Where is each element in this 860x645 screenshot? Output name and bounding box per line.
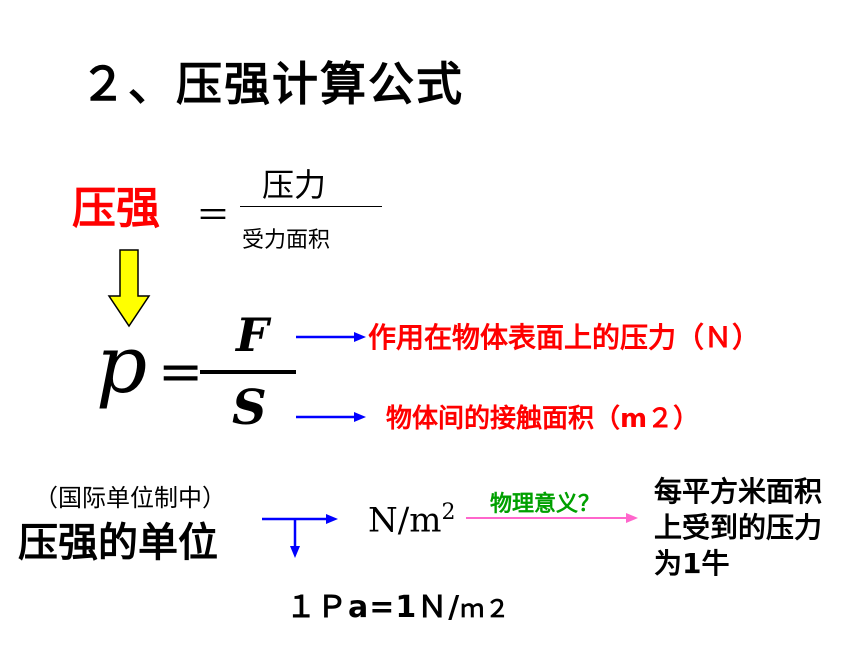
si-context: （国际单位制中） xyxy=(34,484,226,512)
pressure-symbol: p xyxy=(96,318,148,411)
equals-sign-symbol: = xyxy=(158,340,204,403)
arrow-right-icon xyxy=(296,412,366,422)
pressure-word: 压强 xyxy=(72,183,160,234)
force-word: 压力 xyxy=(262,166,327,204)
arrow-branch-icon xyxy=(262,514,338,558)
yellow-down-arrow-icon xyxy=(107,249,151,328)
fraction-line-word xyxy=(240,206,382,207)
pascal-suffix: ｍ２ xyxy=(460,595,511,623)
unit-exponent: 2 xyxy=(441,500,456,525)
force-symbol: F xyxy=(236,308,269,362)
unit-value: N/m2 xyxy=(368,500,455,540)
physical-meaning-question: 物理意义？ xyxy=(490,492,601,517)
arrow-right-icon xyxy=(466,513,638,523)
arrow-right-icon xyxy=(296,332,366,342)
area-symbol: S xyxy=(232,380,267,436)
fraction-line-symbol xyxy=(200,370,296,374)
unit-label: 压强的单位 xyxy=(18,520,218,566)
pascal-definition: １Ｐa=1Ｎ/ｍ２ xyxy=(286,582,510,626)
page-title: ２、压强计算公式 xyxy=(80,57,464,111)
area-word: 受力面积 xyxy=(242,228,331,253)
area-description: 物体间的接触面积（m２） xyxy=(386,404,700,434)
equals-sign-word: ＝ xyxy=(196,196,230,236)
physical-meaning-text: 每平方米面积上受到的压力为1牛 xyxy=(654,475,823,580)
force-description: 作用在物体表面上的压力（Ｎ） xyxy=(368,321,761,354)
pascal-prefix: １Ｐa=1Ｎ/ xyxy=(286,590,461,625)
unit-base: N/m xyxy=(368,500,442,541)
